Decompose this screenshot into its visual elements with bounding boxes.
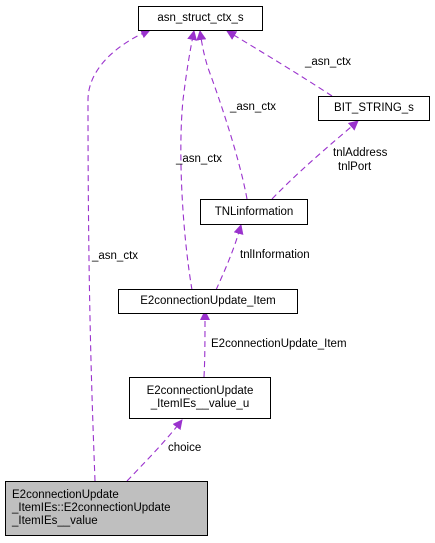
edge-label-tnl-address: tnlAddress [333,147,388,159]
edge-item-tnl [215,224,244,291]
node-label-line-1: E2connectionUpdate [12,489,119,501]
node-label-line-2: _ItemIEs::E2connectionUpdate [12,502,171,514]
node-label: E2connectionUpdate_Item [140,295,276,307]
node-label: TNLinformation [214,205,294,218]
edge-bitstring-asn-ctx [226,30,333,97]
node-label-line-2: _ItemIEs__value_u [150,398,250,410]
edge-item-asn-ctx [180,30,198,291]
edge-label-asn-ctx-tnl: _asn_ctx [230,101,277,113]
node-label: asn_struct_ctx_s [157,12,244,24]
edge-label-tnl-information: tnlInformation [240,249,310,261]
node-e2connection-update-item[interactable]: E2connectionUpdate_Item [118,289,298,314]
node-bit-string-s[interactable]: BIT_STRING_s [318,96,430,121]
edge-valueu-item [199,310,210,378]
edge-label-e2connection-update-item: E2connectionUpdate_Item [211,338,347,350]
edge-label-asn-ctx-root: _asn_ctx [92,250,139,262]
edge-label-asn-ctx-bitstring: _asn_ctx [305,56,352,68]
node-tnl-information[interactable]: TNLinformation [200,199,308,225]
node-label-line-1: E2connectionUpdate [146,385,254,397]
edge-root-valueu [126,419,183,482]
edge-tnl-bitstring [271,120,359,200]
edge-root-asn-ctx [87,28,151,482]
node-asn-struct-ctx-s[interactable]: asn_struct_ctx_s [138,6,263,31]
node-root-e2connection-update-itemies-value[interactable]: E2connectionUpdate _ItemIEs::E2connectio… [5,481,208,536]
node-e2connection-update-itemies-value-u[interactable]: E2connectionUpdate _ItemIEs__value_u [129,377,271,419]
edge-label-asn-ctx-item: _asn_ctx [176,153,223,165]
edge-tnl-asn-ctx [196,30,248,200]
node-label: BIT_STRING_s [334,102,414,114]
node-label-line-3: _ItemIEs__value [12,515,98,527]
edge-label-choice: choice [168,442,202,454]
edge-label-tnl-port: tnlPort [338,161,372,173]
